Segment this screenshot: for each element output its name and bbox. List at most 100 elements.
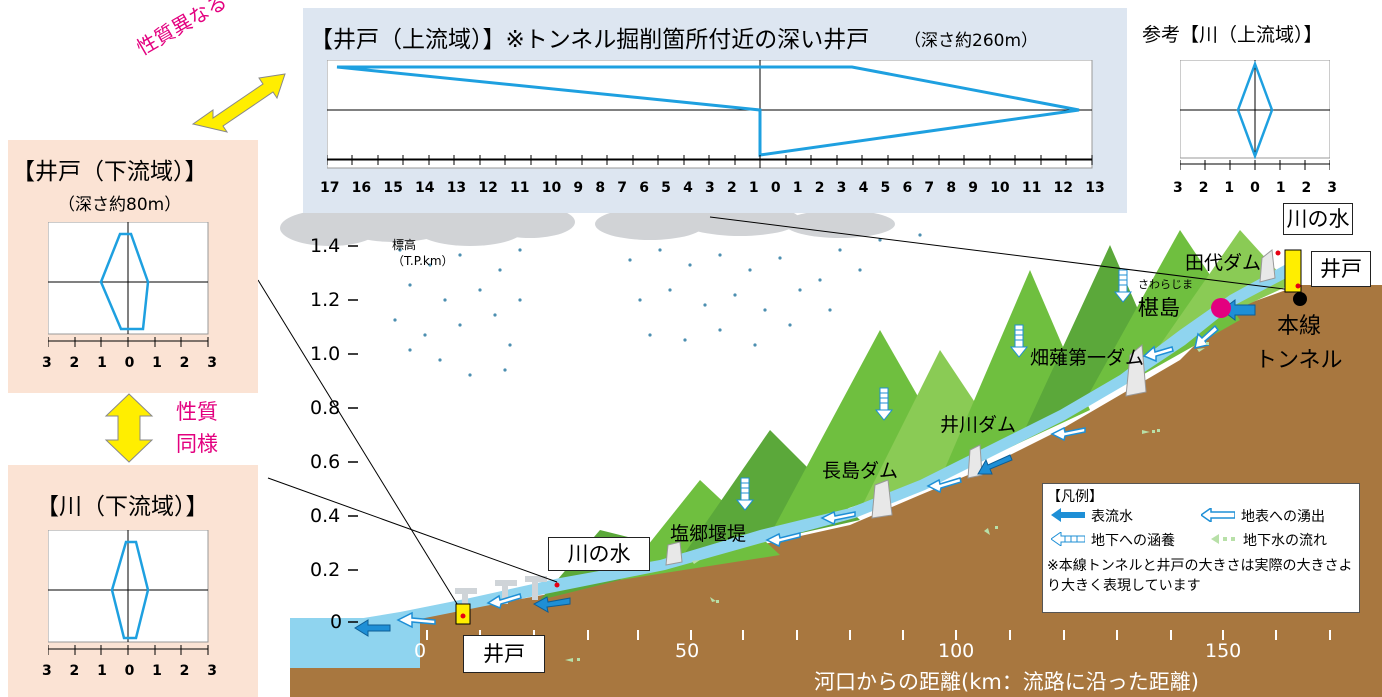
scale-label: 10 [541,180,562,196]
scale-label: 7 [617,180,627,196]
shiogo-weir-shape [665,541,683,566]
scale-label: 2 [814,180,825,196]
sawarajima-marker [1211,298,1231,318]
scale-label: 3 [705,180,715,196]
y-tick-label: 1.2 [310,289,341,311]
upstream-hexagram-shape [336,65,1080,157]
scale-label: 1 [748,180,759,196]
scale-label: 3 [42,355,52,371]
upwelling-legend-icon [1201,508,1235,522]
x-tick-label: 0 [414,640,427,662]
ikawa-dam-shape [967,444,983,479]
scale-label: 1 [152,663,162,679]
scale-label: 12 [478,180,498,196]
scale-label: 11 [510,180,530,196]
scale-label: 1 [1224,180,1235,196]
downstream-river-scale-labels: 3 2 1 0 1 2 3 [42,663,217,679]
upper-well-callout: 井戸 [1311,251,1371,287]
sawarajima-label: 椹島 [1138,296,1180,320]
surface-water-legend-icon [1051,508,1085,522]
ref-river-title: 参考【川（上流域）】 [1142,24,1323,46]
upwelling-arrows [396,324,1220,629]
lower-well-callout: 井戸 [463,635,545,673]
x-tick-label: 150 [1205,640,1242,662]
scale-label: 14 [415,180,435,196]
groundwater-legend-icon [1211,534,1235,544]
river-mouth-sea [290,618,420,668]
x-axis-label: 河口からの距離(km：流路に沿った距離) [814,670,1200,694]
scale-label: 7 [924,180,935,196]
scale-label: 3 [42,663,52,679]
scale-label: 0 [770,180,781,196]
ikawa-dam-label: 井川ダム [940,414,1017,436]
differ-double-arrow [191,73,286,133]
scale-label: 1 [97,355,107,371]
legend-surface-water: 表流水 [1091,509,1133,525]
scale-label: 13 [446,180,467,196]
main-tunnel-label-1: 本線 [1277,314,1322,339]
scale-label: 5 [880,180,891,196]
scale-label: 2 [179,355,190,371]
scale-label: 2 [726,180,737,196]
y-axis-ticks [348,245,358,623]
downstream-well-hexadiagram [48,222,209,347]
scale-label: 2 [69,663,80,679]
upstream-well-title: 【井戸（上流域）】※トンネル掘削箇所付近の深い井戸 [310,27,870,53]
scale-label: 17 [320,180,340,196]
x-tick-label: 50 [675,640,700,662]
recharge-arrows [735,269,1133,511]
scale-label: 1 [97,663,107,679]
y-tick-label: 1.0 [310,343,341,365]
scale-label: 11 [1021,180,1042,196]
y-tick-label: 0.2 [310,559,341,581]
main-tunnel-label-2: トンネル [1255,348,1343,373]
same-annotation-2: 同様 [176,432,218,456]
scale-label: 2 [1301,180,1312,196]
scale-label: 3 [836,180,847,196]
same-double-arrow [104,393,154,463]
scale-label: 1 [792,180,803,196]
dams [665,249,1276,566]
scale-label: 0 [124,663,135,679]
hatanagi-dam-label: 畑薙第一ダム [1030,347,1145,369]
nagashima-dam-label: 長島ダム [822,460,899,482]
shiogo-weir-label: 塩郷堰堤 [670,523,747,545]
legend-groundwater: 地下水の流れ [1243,533,1327,549]
legend-upwelling: 地表への湧出 [1241,509,1325,525]
scale-label: 3 [207,663,217,679]
x-axis-ticks [426,630,1331,640]
scale-label: 2 [179,663,190,679]
legend-recharge: 地下への涵養 [1091,533,1175,549]
legend: 【凡例】 表流水 地表への湧出 地下への涵養 地下水の流れ ※本線トンネルと井戸… [1042,483,1360,613]
upstream-scale-ticks [327,155,1093,165]
scale-label: 4 [683,180,693,196]
upstream-well-depth: （深さ約260m） [904,31,1039,51]
y-tick-label: 0.4 [310,505,341,527]
scale-label: 0 [124,355,135,371]
scale-label: 4 [858,180,869,196]
lower-river-callout: 川の水 [548,537,650,571]
scale-label: 0 [1250,180,1260,196]
downstream-river-title: 【川（下流域）】 [36,494,209,520]
downstream-river-hexadiagram [48,530,209,655]
nagashima-dam-shape [871,479,893,519]
upper-river-callout: 川の水 [1283,203,1353,235]
scale-label: 6 [902,180,913,196]
y-tick-label: 0.8 [310,397,341,419]
downstream-well-title: 【井戸（下流域）】 [12,159,208,185]
upstream-hexadiagram [327,60,1093,169]
y-tick-label: 0.6 [310,451,341,473]
scale-label: 1 [152,355,162,371]
scale-label: 3 [1173,180,1183,196]
scale-label: 5 [661,180,671,196]
tashiro-dam-label: 田代ダム [1185,252,1262,274]
scale-label: 12 [1053,180,1074,196]
groundwater-flow-arrows [565,342,1209,662]
scale-label: 6 [639,180,649,196]
scale-label: 13 [1085,180,1105,196]
y-tick-label: 0 [330,611,343,633]
scale-label: 9 [573,180,584,196]
scale-label: 2 [1198,180,1209,196]
